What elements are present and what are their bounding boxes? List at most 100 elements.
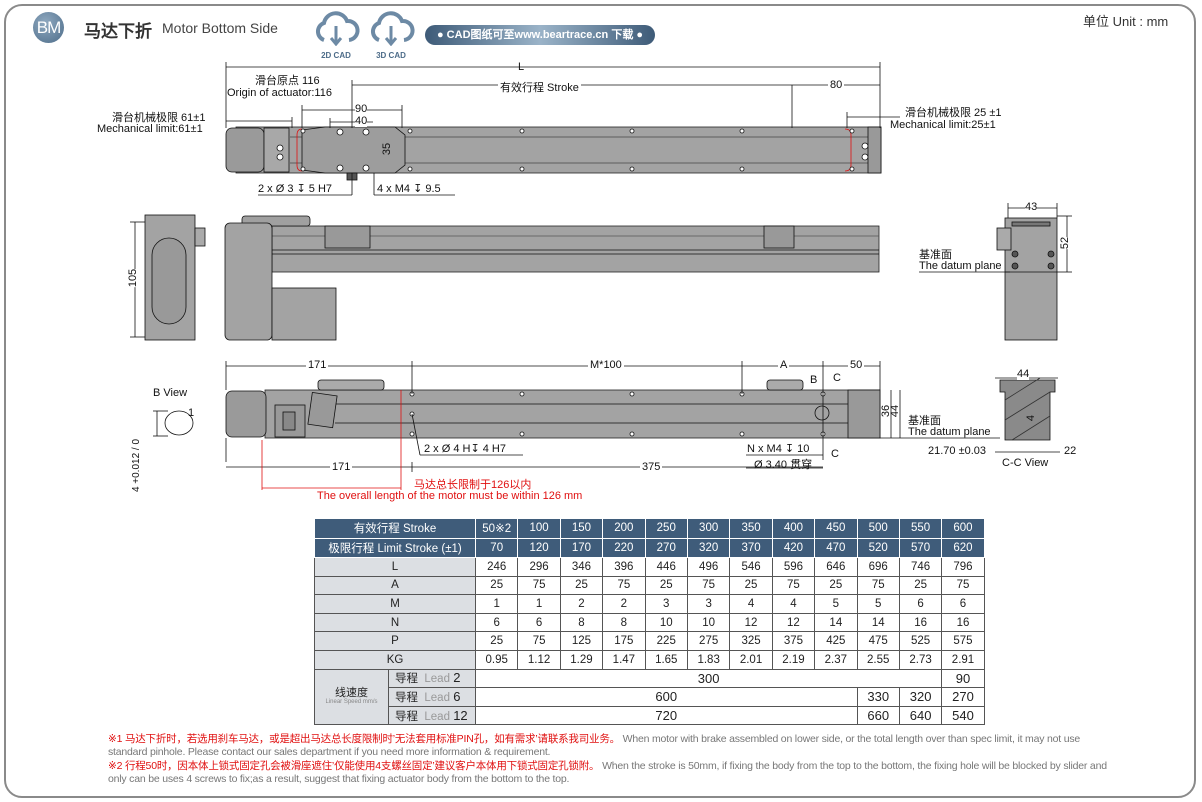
table-cell: 1 (474, 594, 519, 614)
motor-limit-cn: 马达总长限制于126以内 (414, 479, 532, 491)
dim-80: 80 (828, 79, 845, 91)
motor-limit-en: The overall length of the motor must be … (317, 490, 583, 502)
note-2-en: When the stroke is 50mm, if fixing the b… (108, 759, 1107, 785)
table-cell: 25 (729, 575, 773, 596)
cc-dim-22: 22 (1064, 445, 1077, 457)
speed-value: 540 (941, 705, 985, 726)
speed-label-cn: 线速度 (335, 687, 368, 700)
page-frame (4, 4, 1196, 798)
cad-2d-label: 2D CAD (321, 51, 351, 60)
lead-cn: 导程 (395, 673, 418, 686)
limit-stroke-value: 620 (941, 537, 985, 558)
table-cell: 25 (644, 575, 688, 596)
table-cell: 16 (941, 612, 985, 633)
b-dim-1: 1 (188, 407, 195, 419)
table-cell: 0.95 (474, 649, 519, 670)
row-label: L (314, 557, 476, 577)
dim-40: 40 (355, 115, 368, 127)
limit-stroke-value: 570 (898, 537, 943, 558)
n-m4-note: N x M4 ↧ 10 (747, 443, 810, 455)
stroke-value: 500 (856, 518, 900, 539)
dim-375: 375 (640, 461, 663, 473)
limit-stroke-header: 极限行程 Limit Stroke (±1) (314, 537, 476, 558)
table-cell: 796 (941, 557, 985, 577)
lead-number: 12 (453, 707, 468, 723)
table-cell: 696 (856, 557, 900, 577)
stroke-label: 有效行程 Stroke (498, 79, 581, 95)
cad-3d-label: 3D CAD (376, 51, 406, 60)
cloud-download-icon (371, 11, 415, 47)
row-label: N (314, 612, 476, 633)
table-cell: 3 (686, 594, 731, 614)
limit-stroke-value: 220 (602, 537, 646, 558)
dim-171-bottom: 171 (330, 461, 353, 473)
table-cell: 496 (686, 557, 731, 577)
bottom-view (153, 361, 1060, 490)
table-cell: 525 (898, 631, 943, 651)
page-title-en: Motor Bottom Side (162, 20, 278, 36)
table-cell: 75 (771, 575, 816, 596)
datum-label-en: The datum plane (919, 260, 1002, 272)
through-hole-note: Ø 3.40 贯穿 (754, 459, 813, 471)
dim-A: A (778, 359, 790, 371)
table-cell: 2.19 (771, 649, 816, 670)
speed-value: 330 (856, 687, 900, 707)
table-cell: 375 (771, 631, 816, 651)
lead-label: 导程 Lead 6 (388, 687, 476, 707)
table-cell: 2.73 (898, 649, 943, 670)
footnotes: ※1 马达下折时，若选用刹车马达，或是超出马达总长度限制时’无法套用标准PIN孔… (108, 733, 1120, 786)
table-cell: 446 (644, 557, 688, 577)
table-cell: 1 (517, 594, 561, 614)
table-cell: 75 (856, 575, 900, 596)
unit-label: 单位 Unit : mm (1083, 14, 1169, 29)
table-cell: 646 (814, 557, 858, 577)
table-cell: 346 (559, 557, 604, 577)
note-1-cn: ※1 马达下折时，若选用刹车马达，或是超出马达总长度限制时’无法套用标准PIN孔… (108, 733, 620, 745)
row-label: KG (314, 649, 476, 670)
dim-171-top: 171 (306, 359, 329, 371)
table-cell: 1.65 (644, 649, 688, 670)
table-cell: 325 (729, 631, 773, 651)
table-cell: 6 (941, 594, 985, 614)
cad-download-link[interactable]: ● CAD图纸可至www.beartrace.cn 下载 ● (425, 25, 655, 45)
speed-value: 660 (856, 705, 900, 726)
label-C-bottom: C (831, 448, 839, 460)
download-2d-cad-button[interactable]: 2D CAD (312, 10, 360, 60)
dim-90: 90 (355, 103, 368, 115)
limit-stroke-value: 320 (686, 537, 731, 558)
label-B: B (810, 374, 818, 386)
table-cell: 25 (814, 575, 858, 596)
table-cell: 1.47 (602, 649, 646, 670)
table-cell: 75 (602, 575, 646, 596)
table-cell: 25 (898, 575, 943, 596)
dim-105: 105 (127, 268, 140, 288)
pin-hole-note: 2 x Ø 3 ↧ 5 H7 (258, 183, 333, 195)
lead-en: Lead (424, 673, 450, 686)
dim-50: 50 (848, 359, 865, 371)
dim-52: 52 (1059, 236, 1072, 250)
table-cell: 2.01 (729, 649, 773, 670)
lead-cn: 导程 (395, 710, 418, 723)
table-cell: 75 (517, 631, 561, 651)
table-cell: 25 (474, 575, 519, 596)
limit-stroke-value: 370 (729, 537, 773, 558)
table-cell: 1.12 (517, 649, 561, 670)
row-label: P (314, 631, 476, 651)
speed-label-en: Linear Speed mm/s (325, 699, 378, 706)
table-cell: 10 (644, 612, 688, 633)
download-3d-cad-button[interactable]: 3D CAD (367, 10, 415, 60)
table-cell: 25 (474, 631, 519, 651)
side-view (130, 203, 1072, 341)
table-cell: 1.83 (686, 649, 731, 670)
cc-dim-4: 4 (1025, 414, 1038, 422)
stroke-value: 300 (686, 518, 731, 539)
lead-cn: 导程 (395, 691, 418, 704)
stroke-value: 150 (559, 518, 604, 539)
